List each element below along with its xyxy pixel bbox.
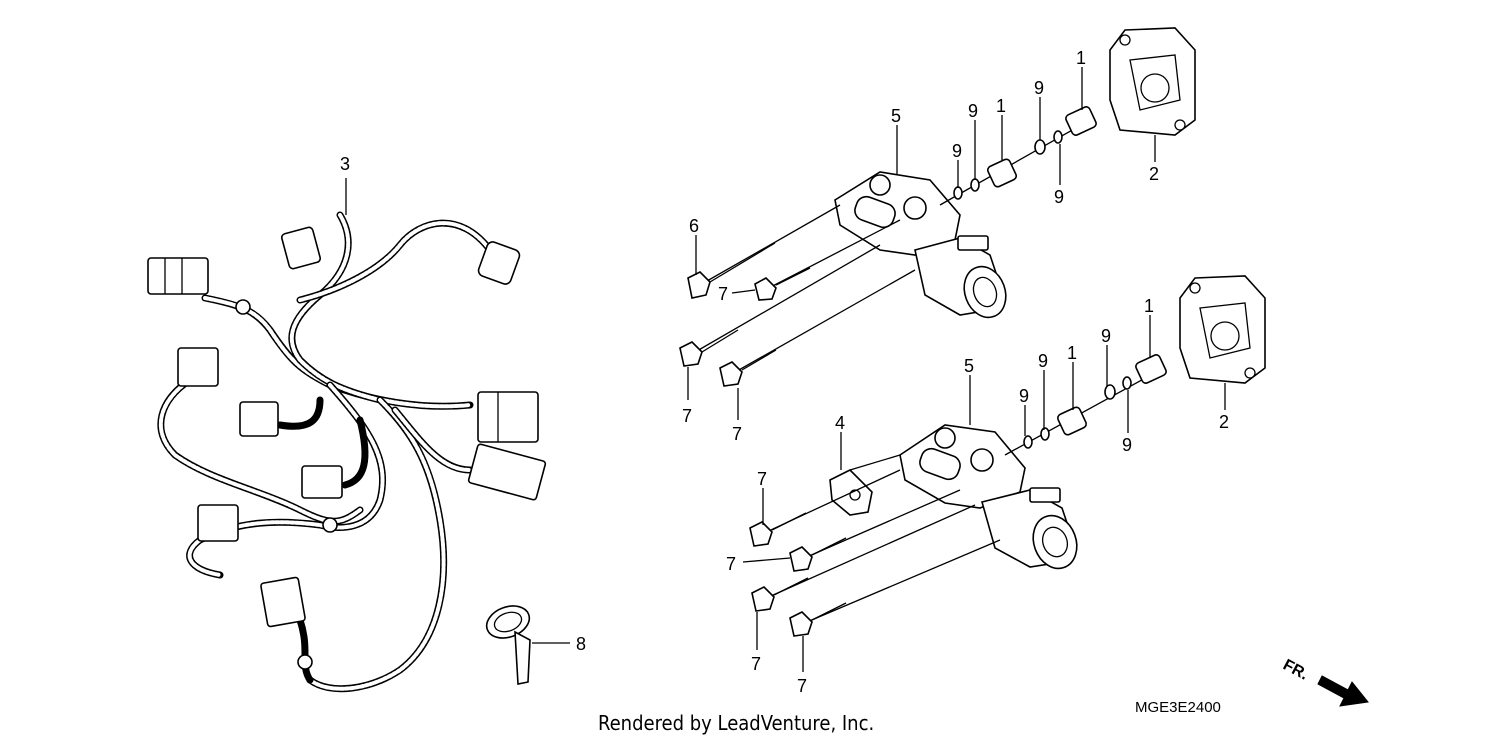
callout-9-e: 9 <box>1019 386 1029 406</box>
callout-7-b: 7 <box>682 406 692 426</box>
upper-bolts <box>679 204 916 387</box>
callout-7-d: 7 <box>757 469 767 489</box>
callout-5-lower: 5 <box>964 356 974 376</box>
diagram-code: MGE3E2400 <box>1135 699 1221 716</box>
lower-solenoid-assembly <box>899 424 1078 570</box>
callout-1-c: 1 <box>1067 343 1077 363</box>
callout-4: 4 <box>835 413 845 433</box>
cable-tie <box>485 605 531 685</box>
callout-8: 8 <box>576 634 586 654</box>
callout-9-d: 9 <box>1054 187 1064 207</box>
callout-numbers: 3 5 6 7 7 7 9 9 1 9 1 9 2 5 4 7 7 7 7 9 … <box>340 48 1229 696</box>
callout-9-f: 9 <box>1038 351 1048 371</box>
callout-1-b: 1 <box>1076 48 1086 68</box>
upper-orings-plugs <box>939 106 1097 206</box>
callout-9-c: 9 <box>1034 78 1044 98</box>
callout-9-b: 9 <box>968 101 978 121</box>
lower-bolts <box>749 469 1001 637</box>
callout-7-e: 7 <box>726 554 736 574</box>
front-arrow-icon <box>1317 675 1369 707</box>
callout-9-g: 9 <box>1101 326 1111 346</box>
upper-gasket-plate <box>1109 27 1196 136</box>
callout-3: 3 <box>340 154 350 174</box>
render-credit: Rendered by LeadVenture, Inc. <box>598 711 874 735</box>
upper-solenoid-assembly <box>834 171 1007 319</box>
lower-orings-plugs <box>1004 354 1167 456</box>
callout-5-upper: 5 <box>891 106 901 126</box>
callout-7-f: 7 <box>751 654 761 674</box>
callout-9-h: 9 <box>1122 435 1132 455</box>
callout-1-d: 1 <box>1144 296 1154 316</box>
callout-2-upper: 2 <box>1149 164 1159 184</box>
callout-7-g: 7 <box>797 676 807 696</box>
callout-leaders <box>345 67 1226 672</box>
front-label: FR. <box>1280 657 1311 684</box>
wire-harness <box>147 211 547 693</box>
front-direction-marker: FR. <box>1280 657 1369 707</box>
callout-7-a: 7 <box>718 284 728 304</box>
callout-9-a: 9 <box>952 141 962 161</box>
callout-6: 6 <box>689 216 699 236</box>
callout-2-lower: 2 <box>1219 412 1229 432</box>
lower-gasket-plate <box>1179 275 1266 384</box>
callout-7-c: 7 <box>732 424 742 444</box>
callout-1-a: 1 <box>996 96 1006 116</box>
